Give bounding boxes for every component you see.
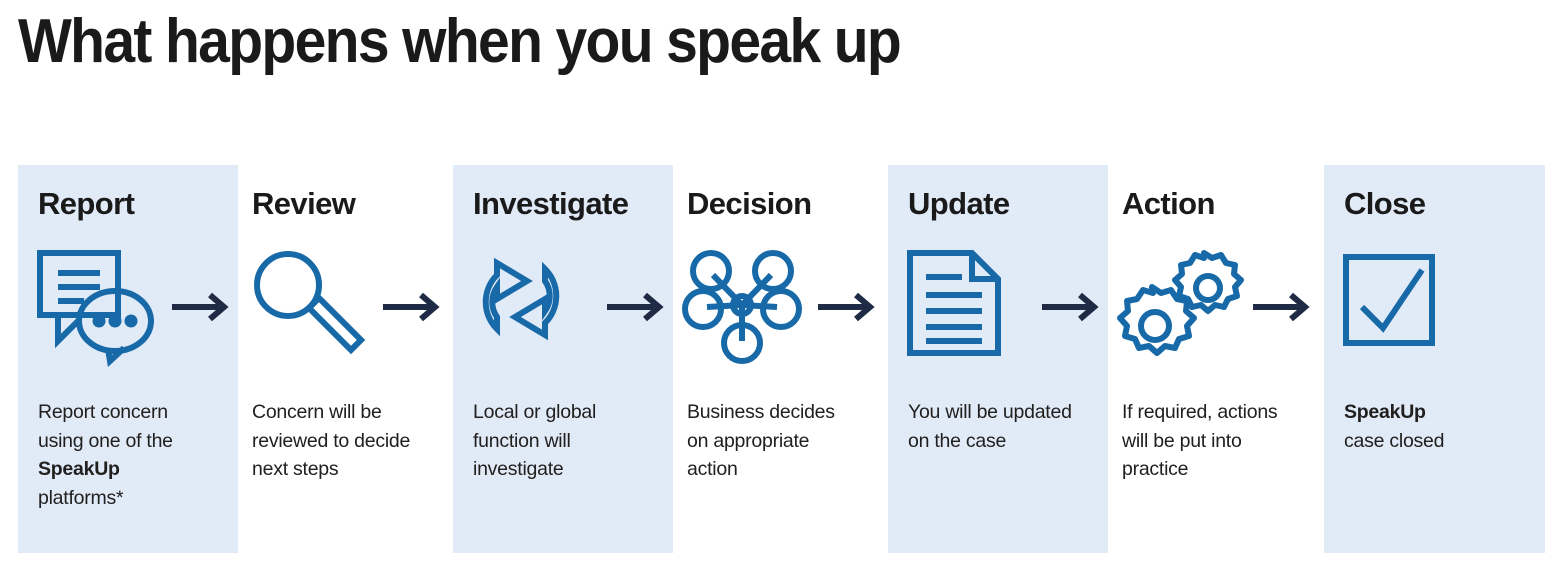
desc-line-bold: SpeakUp bbox=[1344, 401, 1426, 423]
checkbox-check-icon bbox=[1342, 249, 1460, 361]
step-title-close: Close bbox=[1344, 186, 1426, 221]
desc-line: You will be updated bbox=[908, 401, 1072, 423]
desc-line: action bbox=[687, 458, 738, 480]
step-description-close: SpeakUp case closed bbox=[1344, 398, 1549, 455]
desc-line: investigate bbox=[473, 458, 564, 480]
step-title-update: Update bbox=[908, 186, 1010, 221]
network-nodes-icon bbox=[682, 249, 803, 364]
step-description-decision: Business decides on appropriate action bbox=[687, 398, 887, 484]
step-description-action: If required, actions will be put into pr… bbox=[1122, 398, 1327, 484]
magnifying-glass-icon bbox=[250, 249, 368, 361]
step-title-report: Report bbox=[38, 186, 135, 221]
desc-line: will be put into bbox=[1122, 429, 1242, 452]
step-card-review[interactable]: Review Concern will be reviewed to decid… bbox=[250, 165, 453, 553]
refresh-cycle-icon bbox=[471, 249, 589, 361]
step-title-action: Action bbox=[1122, 186, 1215, 221]
desc-line: case closed bbox=[1344, 429, 1445, 452]
desc-line: platforms* bbox=[38, 486, 124, 509]
desc-line: Local or global bbox=[473, 401, 597, 423]
desc-line: Business decides bbox=[687, 401, 835, 423]
step-description-update: You will be updated on the case bbox=[908, 398, 1118, 455]
gears-icon bbox=[1117, 249, 1244, 361]
step-description-investigate: Local or global function will investigat… bbox=[473, 398, 678, 484]
desc-line: on appropriate bbox=[687, 429, 810, 452]
desc-line: practice bbox=[1122, 458, 1189, 480]
step-title-review: Review bbox=[252, 186, 356, 221]
desc-line: using one of the bbox=[38, 429, 173, 452]
desc-line: Concern will be bbox=[252, 401, 382, 423]
step-card-investigate[interactable]: Investigate Local or global function wil… bbox=[453, 165, 673, 553]
step-card-update[interactable]: Update You will be updated on the case bbox=[888, 165, 1108, 553]
arrow-report-to-review bbox=[172, 290, 232, 324]
step-description-report: Report concern using one of the SpeakUp … bbox=[38, 398, 243, 512]
speech-bubbles-icon bbox=[36, 249, 154, 367]
step-card-report[interactable]: Report Report concern using one of bbox=[18, 165, 238, 553]
desc-line: reviewed to decide bbox=[252, 429, 411, 452]
page-title: What happens when you speak up bbox=[18, 7, 902, 76]
desc-line: Report concern bbox=[38, 401, 168, 423]
desc-line-bold: SpeakUp bbox=[38, 458, 120, 480]
desc-line: on the case bbox=[908, 429, 1007, 452]
desc-line: If required, actions bbox=[1122, 401, 1278, 423]
arrow-investigate-to-decision bbox=[607, 290, 667, 324]
step-title-decision: Decision bbox=[687, 186, 812, 221]
process-steps-row: Report Report concern using one of bbox=[0, 165, 1558, 553]
arrow-decision-to-update bbox=[818, 290, 878, 324]
step-description-review: Concern will be reviewed to decide next … bbox=[252, 398, 452, 484]
desc-line: next steps bbox=[252, 458, 339, 480]
arrow-action-to-close bbox=[1253, 290, 1313, 324]
desc-line: function will bbox=[473, 429, 571, 452]
arrow-review-to-investigate bbox=[383, 290, 443, 324]
step-card-close[interactable]: Close SpeakUp case closed bbox=[1324, 165, 1545, 553]
step-card-action[interactable]: Action If required, actions will be put … bbox=[1117, 165, 1323, 553]
arrow-update-to-action bbox=[1042, 290, 1102, 324]
document-lines-icon bbox=[906, 249, 1024, 361]
step-title-investigate: Investigate bbox=[473, 186, 629, 221]
step-card-decision[interactable]: Decision bbox=[682, 165, 888, 553]
